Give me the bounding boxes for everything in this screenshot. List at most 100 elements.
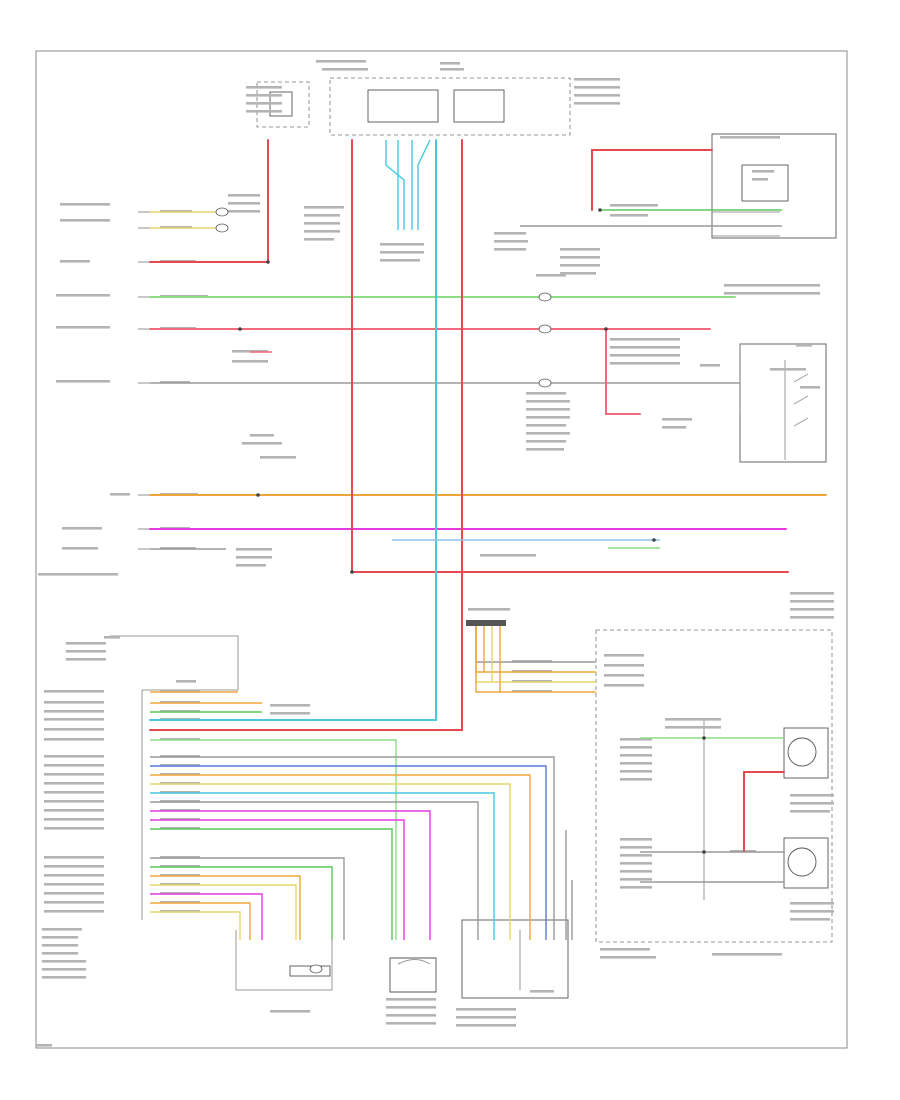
module-pin-blue (150, 765, 547, 940)
label-mark (790, 600, 834, 603)
transmission-module-box (595, 629, 833, 943)
splice-dot (350, 570, 354, 574)
label-mark (44, 800, 104, 803)
label-mark (560, 272, 596, 275)
label-mark (752, 178, 768, 181)
label-mark (228, 202, 260, 205)
module-pin-gray (150, 756, 555, 940)
label-mark (480, 554, 536, 557)
label-mark (620, 738, 652, 741)
label-mark (526, 448, 564, 451)
label-mark (560, 264, 600, 267)
label-mark (42, 960, 86, 963)
label-mark (44, 910, 104, 913)
label-mark (536, 274, 566, 277)
label-mark (386, 998, 436, 1001)
label-mark (44, 791, 104, 794)
label-mark (380, 251, 424, 254)
label-mark (236, 564, 266, 567)
label-mark (246, 110, 282, 113)
label-mark (600, 948, 650, 951)
label-mark (610, 354, 680, 357)
vss-signal-wire (150, 739, 397, 940)
label-mark (60, 203, 110, 206)
battery-feed-wire (149, 139, 269, 263)
label-mark (42, 968, 86, 971)
label-mark (526, 416, 570, 419)
splice-dot (598, 208, 602, 212)
label-mark (574, 86, 620, 89)
label-mark (610, 214, 648, 217)
inline-connector (538, 324, 552, 334)
label-mark (246, 86, 282, 89)
splice-dot (256, 493, 260, 497)
label-mark (44, 856, 104, 859)
label-mark (228, 194, 260, 197)
label-mark (44, 874, 104, 877)
relay-power-wire (591, 149, 713, 211)
label-mark (620, 746, 652, 749)
label-mark (712, 953, 782, 956)
module-pin-magenta-2 (150, 819, 405, 940)
label-mark (620, 754, 652, 757)
label-mark (560, 248, 600, 251)
label-mark (620, 886, 652, 889)
label-mark (610, 338, 680, 341)
label-mark (62, 527, 102, 530)
label-mark (790, 608, 834, 611)
module-pin-orange-5 (150, 902, 251, 940)
label-mark (270, 1010, 310, 1013)
label-mark (42, 976, 86, 979)
module-pin-green-3 (150, 866, 333, 940)
label-mark (380, 243, 424, 246)
label-mark (620, 854, 652, 857)
label-mark (56, 326, 110, 329)
label-mark (44, 809, 104, 812)
label-mark (386, 1006, 436, 1009)
label-mark (304, 230, 340, 233)
label-mark (176, 680, 196, 683)
module-pin-yellow-2 (150, 884, 297, 940)
module-pin-green-2 (150, 828, 393, 940)
tcm-bundle-wire-2 (475, 624, 596, 673)
label-mark (56, 294, 110, 297)
label-mark (236, 556, 272, 559)
splice-dot (238, 327, 242, 331)
label-mark (232, 360, 268, 363)
label-mark (44, 764, 104, 767)
label-mark (526, 432, 570, 435)
label-mark (60, 260, 90, 263)
label-mark (260, 456, 296, 459)
label-mark (620, 838, 652, 841)
relay-module-top-right (711, 133, 837, 239)
label-mark (620, 878, 652, 881)
label-mark (440, 68, 464, 71)
inline-connectors (215, 207, 552, 974)
clutch-pedal-switch-component (461, 919, 569, 999)
splice-dot (702, 850, 706, 854)
label-mark (42, 936, 78, 939)
label-mark (322, 68, 368, 71)
module-pin-orange-3 (150, 774, 531, 940)
label-mark (66, 642, 106, 645)
inline-connector (538, 292, 552, 302)
label-mark (494, 232, 526, 235)
label-mark (724, 292, 820, 295)
label-mark (574, 78, 620, 81)
label-mark (468, 608, 510, 611)
label-mark (604, 664, 644, 667)
fuse-to-module-wire (149, 139, 463, 731)
speed-sensor-red-wire (743, 771, 785, 853)
splice-points (238, 208, 706, 854)
label-mark (790, 592, 834, 595)
module-pin-yellow (150, 783, 511, 940)
label-mark (44, 901, 104, 904)
label-mark (456, 1016, 516, 1019)
module-pin-magenta (150, 810, 431, 940)
tcm-bundle-wire-3 (475, 624, 596, 683)
label-mark (56, 380, 110, 383)
module-pin-gray-2 (150, 801, 479, 940)
label-mark (526, 392, 566, 395)
fuse-block-center (329, 77, 571, 136)
label-mark (42, 928, 82, 931)
